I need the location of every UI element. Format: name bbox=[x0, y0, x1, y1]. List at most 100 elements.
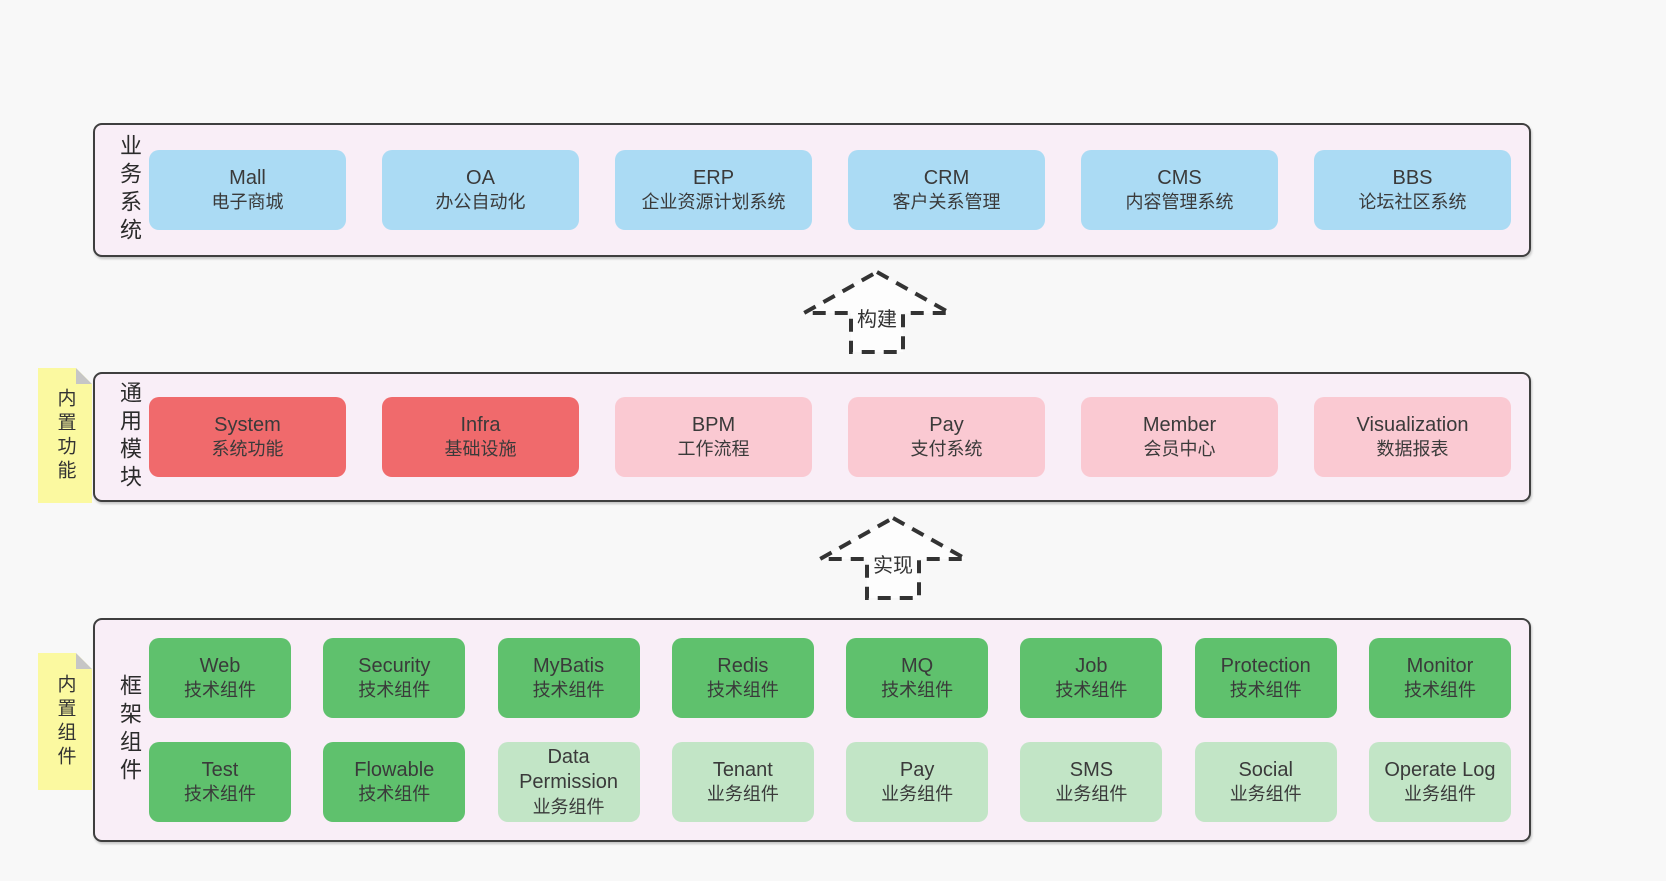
box-name-en: Infra bbox=[460, 413, 501, 436]
implement-arrow: 实现 bbox=[808, 514, 978, 602]
box-erp: ERP 企业资源计划系统 bbox=[615, 150, 812, 230]
box-name-zh: 业务组件 bbox=[1403, 784, 1476, 805]
box-name-en: Protection bbox=[1220, 654, 1311, 677]
band-label-framework-components: 框架组件 bbox=[117, 674, 142, 786]
implement-arrow-label: 实现 bbox=[870, 555, 916, 578]
box-name-zh: 内容管理系统 bbox=[1125, 192, 1234, 213]
box-web: Web 技术组件 bbox=[149, 638, 291, 718]
box-name-zh: 技术组件 bbox=[358, 784, 431, 805]
box-name-en: CMS bbox=[1157, 166, 1202, 189]
box-name-zh: 客户关系管理 bbox=[892, 192, 1001, 213]
box-name-en: Data Permission bbox=[519, 745, 619, 794]
box-name-en: Visualization bbox=[1356, 413, 1469, 436]
folded-corner-icon bbox=[76, 368, 92, 384]
box-name-en: Pay bbox=[929, 413, 964, 436]
box-name-en: Job bbox=[1075, 654, 1108, 677]
box-name-zh: 电子商城 bbox=[211, 192, 284, 213]
box-name-zh: 业务组件 bbox=[706, 784, 779, 805]
box-bbs: BBS 论坛社区系统 bbox=[1314, 150, 1511, 230]
box-name-en: CRM bbox=[923, 166, 970, 189]
box-visualization: Visualization 数据报表 bbox=[1314, 397, 1511, 477]
box-flowable: Flowable 技术组件 bbox=[323, 742, 466, 822]
box-name-zh: 技术组件 bbox=[1229, 680, 1302, 701]
box-cms: CMS 内容管理系统 bbox=[1081, 150, 1278, 230]
box-system: System 系统功能 bbox=[149, 397, 346, 477]
box-name-en: Tenant bbox=[712, 758, 773, 781]
box-mall: Mall 电子商城 bbox=[149, 150, 346, 230]
box-name-zh: 基础设施 bbox=[444, 439, 517, 460]
box-redis: Redis 技术组件 bbox=[671, 638, 814, 718]
box-name-en: MyBatis bbox=[533, 654, 605, 677]
box-name-zh: 业务组件 bbox=[1229, 784, 1302, 805]
box-name-zh: 会员中心 bbox=[1143, 439, 1216, 460]
box-name-zh: 业务组件 bbox=[532, 797, 605, 818]
box-name-zh: 办公自动化 bbox=[435, 192, 526, 213]
box-name-zh: 工作流程 bbox=[677, 439, 750, 460]
box-crm: CRM 客户关系管理 bbox=[848, 150, 1045, 230]
box-name-en: SMS bbox=[1069, 758, 1114, 781]
box-data-permission: Data Permission 业务组件 bbox=[497, 742, 640, 822]
box-name-zh: 系统功能 bbox=[211, 439, 284, 460]
box-pay: Pay 业务组件 bbox=[846, 742, 989, 822]
box-name-en: MQ bbox=[901, 654, 934, 677]
sticky-note-builtin-features: 内置功能 bbox=[38, 368, 92, 503]
box-name-en: BPM bbox=[691, 413, 736, 436]
box-name-en: OA bbox=[466, 166, 495, 189]
band-label-common-modules: 通用模块 bbox=[117, 381, 142, 493]
box-name-en: System bbox=[214, 413, 281, 436]
box-bpm: BPM 工作流程 bbox=[615, 397, 812, 477]
box-name-zh: 技术组件 bbox=[706, 680, 779, 701]
box-name-zh: 企业资源计划系统 bbox=[641, 192, 786, 213]
band-label-business-systems: 业务系统 bbox=[117, 134, 142, 246]
box-name-en: Monitor bbox=[1406, 654, 1474, 677]
box-name-zh: 数据报表 bbox=[1376, 439, 1449, 460]
box-name-zh: 技术组件 bbox=[358, 680, 431, 701]
build-arrow-label: 构建 bbox=[854, 309, 900, 332]
box-tenant: Tenant 业务组件 bbox=[671, 742, 814, 822]
sticky-note-builtin-components: 内置组件 bbox=[38, 653, 92, 790]
box-sms: SMS 业务组件 bbox=[1020, 742, 1163, 822]
box-name-en: Member bbox=[1142, 413, 1217, 436]
note-text-builtin-features: 内置功能 bbox=[54, 387, 76, 484]
band-common-modules: 通用模块 System 系统功能 Infra 基础设施 BPM 工作流程 Pay 支付系统 Me… bbox=[93, 372, 1531, 502]
box-name-en: BBS bbox=[1392, 166, 1433, 189]
box-protection: Protection 技术组件 bbox=[1194, 638, 1337, 718]
box-member: Member 会员中心 bbox=[1081, 397, 1278, 477]
business-systems-boxes: Mall 电子商城 OA 办公自动化 ERP 企业资源计划系统 CRM 客户关系管理 CMS 内容… bbox=[149, 150, 1511, 230]
box-name-zh: 技术组件 bbox=[184, 680, 256, 701]
note-text-builtin-components: 内置组件 bbox=[54, 673, 76, 770]
box-name-zh: 业务组件 bbox=[881, 784, 954, 805]
folded-corner-icon bbox=[76, 653, 92, 669]
box-operate-log: Operate Log 业务组件 bbox=[1368, 742, 1511, 822]
build-arrow: 构建 bbox=[792, 268, 962, 356]
box-name-zh: 支付系统 bbox=[910, 439, 983, 460]
box-name-zh: 论坛社区系统 bbox=[1358, 192, 1467, 213]
box-name-zh: 业务组件 bbox=[1055, 784, 1128, 805]
box-name-en: Mall bbox=[229, 166, 266, 189]
box-name-zh: 技术组件 bbox=[532, 680, 605, 701]
box-monitor: Monitor 技术组件 bbox=[1368, 638, 1511, 718]
box-name-en: Flowable bbox=[354, 758, 435, 781]
box-infra: Infra 基础设施 bbox=[382, 397, 579, 477]
box-name-en: Redis bbox=[717, 654, 769, 677]
box-name-en: Web bbox=[199, 654, 241, 677]
box-name-en: Operate Log bbox=[1384, 758, 1496, 781]
box-name-zh: 技术组件 bbox=[1403, 680, 1476, 701]
box-mybatis: MyBatis 技术组件 bbox=[497, 638, 640, 718]
common-modules-boxes: System 系统功能 Infra 基础设施 BPM 工作流程 Pay 支付系统 Member 会… bbox=[149, 397, 1511, 477]
box-name-zh: 技术组件 bbox=[1055, 680, 1128, 701]
box-name-en: Pay bbox=[899, 758, 935, 781]
band-business-systems: 业务系统 Mall 电子商城 OA 办公自动化 ERP 企业资源计划系统 CRM 客户关系管理… bbox=[93, 123, 1531, 257]
box-name-en: ERP bbox=[692, 166, 735, 189]
box-name-en: Test bbox=[201, 758, 239, 781]
box-security: Security 技术组件 bbox=[323, 638, 466, 718]
box-name-en: Security bbox=[358, 654, 431, 677]
box-pay: Pay 支付系统 bbox=[848, 397, 1045, 477]
